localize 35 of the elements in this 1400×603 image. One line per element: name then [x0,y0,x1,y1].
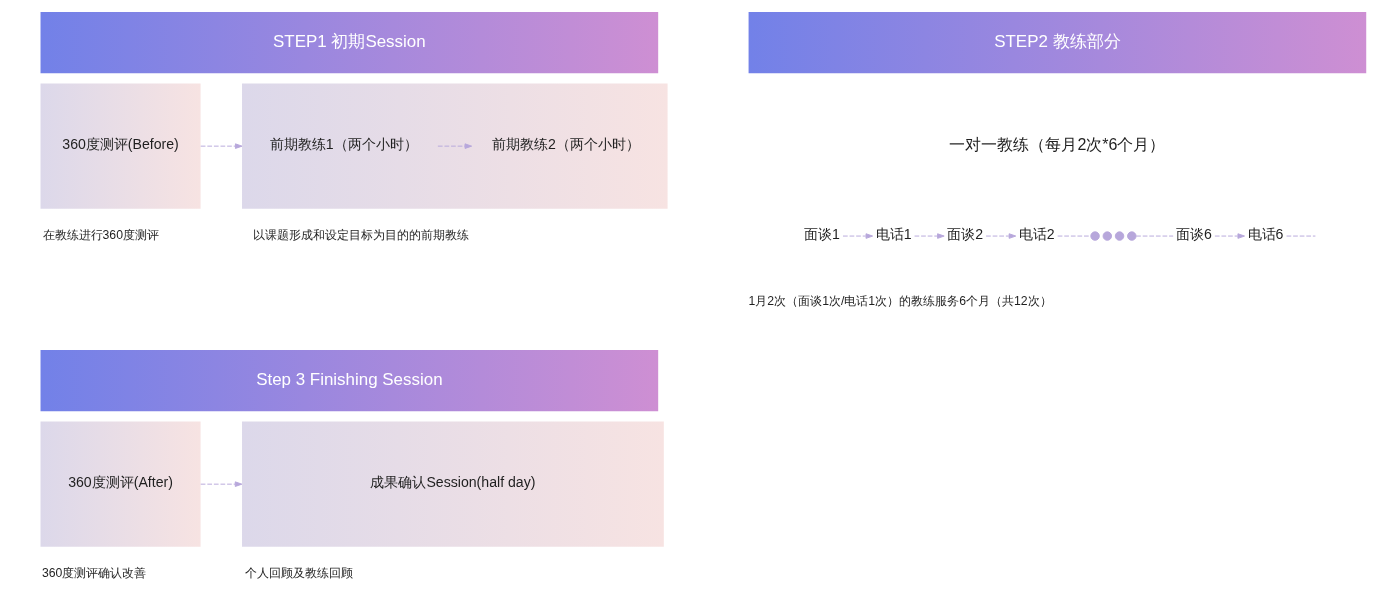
node-text: 电话1 [875,226,912,243]
node-text: 电话6 [1247,226,1284,243]
node-box: 360度测评(Before) [40,83,201,209]
node-circle [1114,231,1125,241]
node-circle [1102,231,1112,241]
node-box: 360度测评(After) [40,421,201,547]
arrow [200,143,243,149]
label: 一对一教练（每月2次*6个月） [949,136,1166,153]
arrow [200,481,243,487]
node-label: 在教练进行360度测评 [42,228,159,243]
connector [1057,235,1092,237]
node-text: 前期教练2（两个小时） [491,136,640,153]
node-label: 以课题形成和设定目标为目的的前期教练 [252,228,469,243]
arrow [1214,233,1245,239]
node-box: Step 3 Finishing Session [40,350,659,412]
arrow [914,233,945,239]
label: 1月2次（面谈1次/电话1次）的教练服务6个月（共12次） [748,293,1052,308]
node-label: 个人回顾及教练回顾 [244,566,353,581]
node-text: 面谈2 [947,226,984,243]
node-text: 面谈6 [1176,226,1212,243]
cluster [242,83,668,209]
node-box: STEP1 初期Session [40,11,659,74]
connector [1286,235,1316,237]
arrow [437,143,473,149]
node-text: 前期教练1（两个小时） [269,136,418,153]
node-circle [1090,231,1100,241]
node-box: STEP2 教练部分 [748,11,1367,74]
node-box: 成果确认Session(half day) [242,421,664,547]
node-label: 360度测评确认改善 [41,566,147,581]
arrow [842,233,874,239]
arrow [985,233,1017,239]
node-circle [1127,231,1137,241]
node-text: 面谈1 [804,226,840,243]
node-text: 电话2 [1018,226,1055,243]
connector [1135,235,1174,237]
